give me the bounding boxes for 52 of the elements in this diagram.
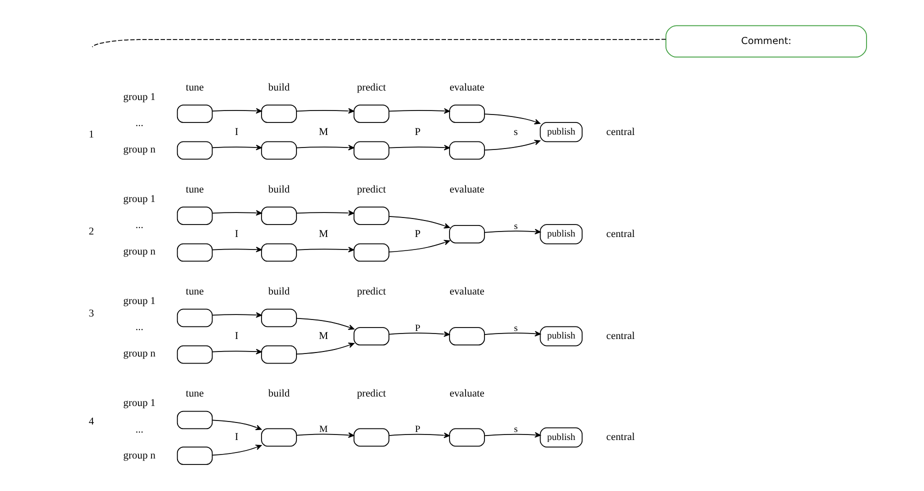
label: group 1	[123, 296, 156, 308]
edge-label: M	[319, 424, 328, 436]
label: group n	[123, 144, 156, 156]
label: group 1	[123, 194, 156, 205]
label: build	[268, 184, 290, 196]
label: I	[234, 330, 238, 342]
node-label: central	[606, 228, 635, 240]
label: predict	[356, 184, 386, 196]
label: tune	[186, 388, 204, 400]
label: predict	[356, 82, 386, 94]
label: group n	[123, 246, 156, 258]
label: tune	[186, 82, 204, 94]
label: ...	[135, 322, 144, 334]
label: ...	[135, 220, 144, 232]
label: M	[318, 126, 328, 138]
node-label: central	[606, 126, 635, 138]
label: tune	[186, 184, 204, 196]
label: I	[234, 126, 238, 138]
edge-label: s	[514, 322, 518, 334]
label: predict	[356, 286, 386, 298]
label: ...	[135, 118, 144, 130]
label: evaluate	[450, 388, 484, 400]
label: s	[514, 126, 518, 138]
edge-label: s	[514, 424, 518, 436]
label: M	[318, 330, 328, 342]
label: group n	[123, 348, 156, 360]
label: tune	[186, 286, 204, 298]
label: I	[234, 432, 238, 444]
label: build	[268, 82, 290, 94]
label: group 1	[123, 92, 156, 103]
label: evaluate	[450, 184, 484, 196]
label: 3	[88, 308, 94, 320]
label: P	[414, 228, 421, 240]
node-label: central	[606, 330, 635, 342]
label: ...	[135, 424, 144, 436]
edge-label: P	[415, 322, 420, 334]
label: evaluate	[450, 82, 484, 94]
label: build	[268, 286, 290, 298]
edge-label: s	[514, 220, 518, 232]
label: I	[234, 228, 238, 240]
label: evaluate	[450, 286, 484, 298]
label: group 1	[123, 398, 156, 410]
edge-label: P	[415, 424, 420, 436]
label: 1	[88, 129, 94, 140]
label: 2	[88, 226, 94, 238]
label: P	[414, 126, 421, 138]
label: group n	[123, 450, 156, 462]
label: predict	[356, 388, 386, 400]
label: M	[318, 228, 328, 240]
label: 4	[88, 416, 94, 428]
label: build	[268, 388, 290, 400]
node-label: central	[606, 432, 635, 444]
